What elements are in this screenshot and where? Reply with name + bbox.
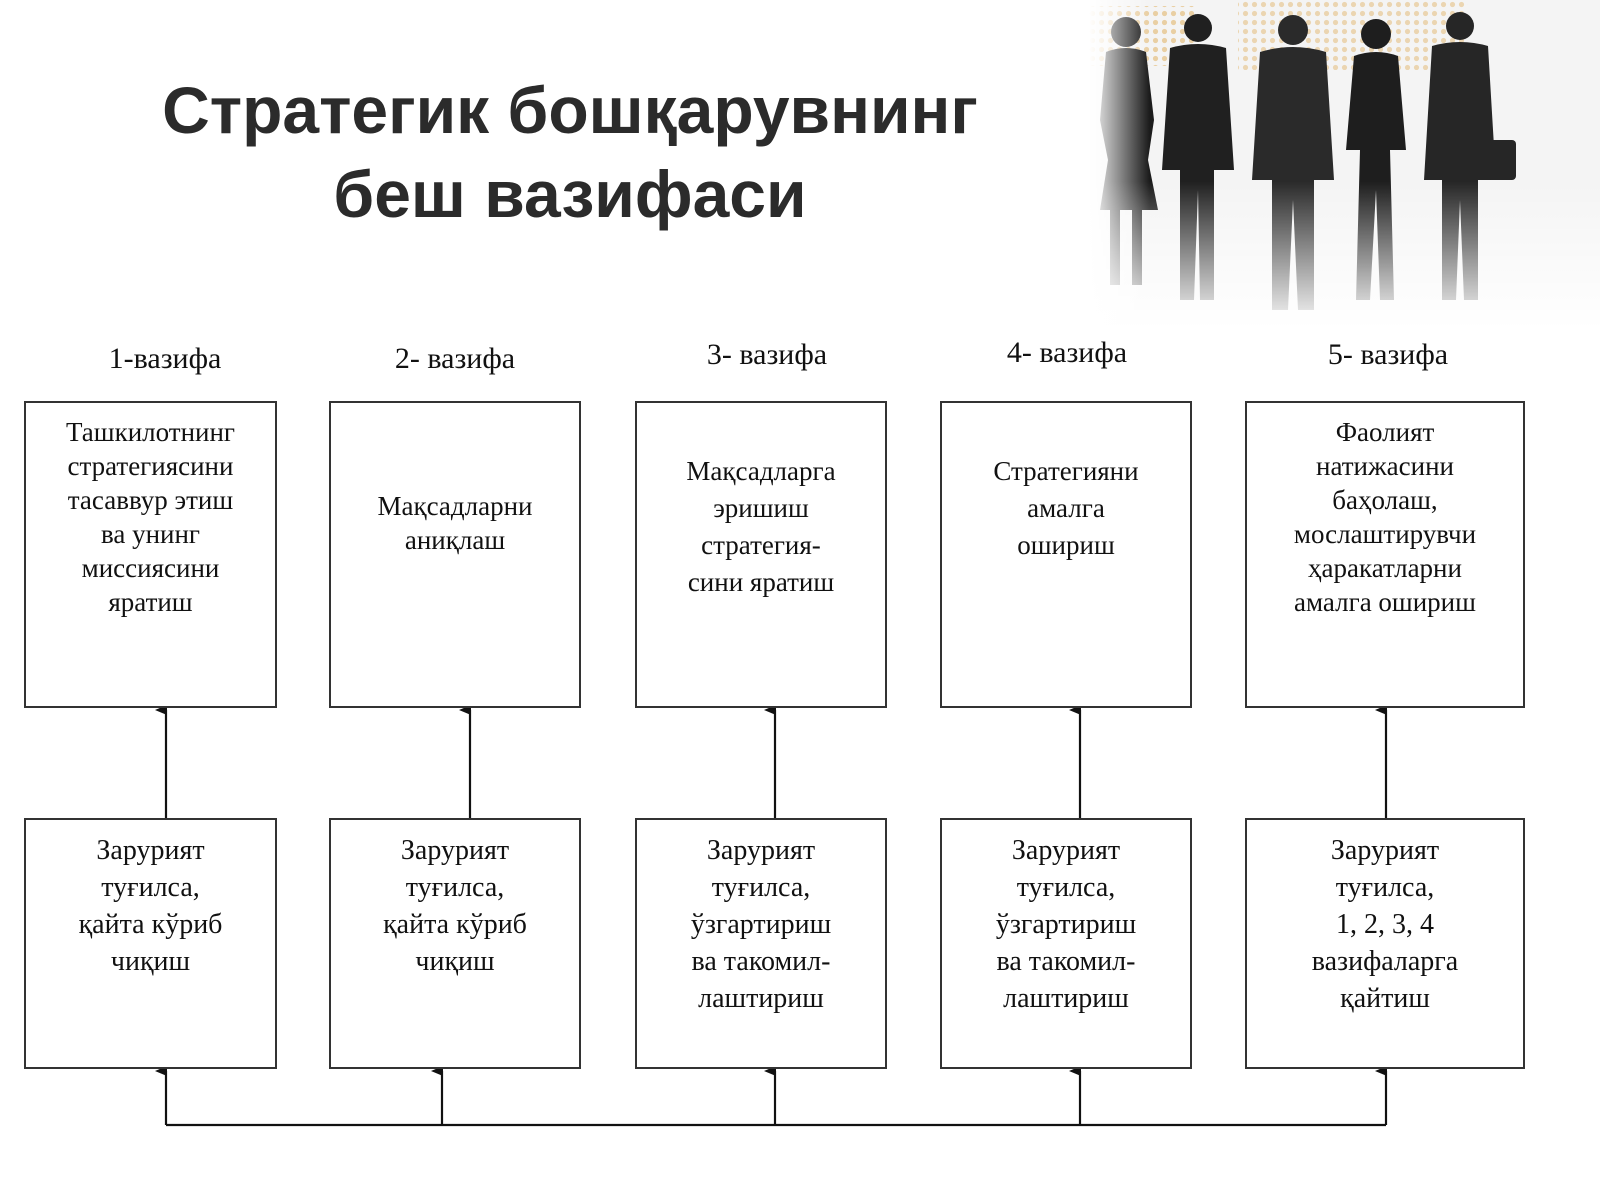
task-label-2: 2- вазифа — [394, 342, 516, 375]
title-line-1: Стратегик бошқарувнинг — [162, 73, 978, 147]
feedback-box-1: Зарурият туғилса, қайта кўриб чиқиш — [24, 818, 277, 1069]
feedback-box-3: Зарурият туғилса, ўзгартириш ва такомил-… — [635, 818, 887, 1069]
feedback-text-5: Зарурият туғилса, 1, 2, 3, 4 вазифаларга… — [1311, 835, 1459, 1014]
task-label-4: 4- вазифа — [1006, 336, 1128, 369]
task-description-3: Мақсадларга эришиш стратегия- сини ярати… — [686, 456, 836, 597]
task-box-2: Мақсадларни аниқлаш — [329, 401, 581, 708]
task-description-1: Ташкилотнинг стратегиясини тасаввур этиш… — [65, 417, 235, 617]
task-box-5: Фаолият натижасини баҳолаш, мослаштирувч… — [1245, 401, 1525, 708]
task-description-5: Фаолият натижасини баҳолаш, мослаштирувч… — [1293, 417, 1477, 617]
task-label-5: 5- вазифа — [1327, 338, 1449, 371]
title-line-2: беш вазифаси — [333, 157, 807, 231]
task-description-4: Стратегияни амалга ошириш — [993, 456, 1139, 560]
feedback-text-3: Зарурият туғилса, ўзгартириш ва такомил-… — [690, 835, 832, 1014]
task-box-1: Ташкилотнинг стратегиясини тасаввур этиш… — [24, 401, 277, 708]
feedback-box-2: Зарурият туғилса, қайта кўриб чиқиш — [329, 818, 581, 1069]
business-people-image — [1088, 0, 1600, 330]
task-description-2: Мақсадларни аниқлаш — [377, 491, 533, 555]
feedback-text-2: Зарурият туғилса, қайта кўриб чиқиш — [383, 835, 527, 977]
task-label-3: 3- вазифа — [706, 338, 828, 371]
feedback-box-4: Зарурият туғилса, ўзгартириш ва такомил-… — [940, 818, 1192, 1069]
task-box-4: Стратегияни амалга ошириш — [940, 401, 1192, 708]
feedback-text-1: Зарурият туғилса, қайта кўриб чиқиш — [78, 835, 223, 977]
task-label-1: 1-вазифа — [108, 342, 222, 375]
feedback-box-5: Зарурият туғилса, 1, 2, 3, 4 вазифаларга… — [1245, 818, 1525, 1069]
slide-title: Стратегик бошқарувнинг беш вазифаси — [60, 68, 1080, 236]
task-box-3: Мақсадларга эришиш стратегия- сини ярати… — [635, 401, 887, 708]
feedback-text-4: Зарурият туғилса, ўзгартириш ва такомил-… — [995, 835, 1137, 1014]
